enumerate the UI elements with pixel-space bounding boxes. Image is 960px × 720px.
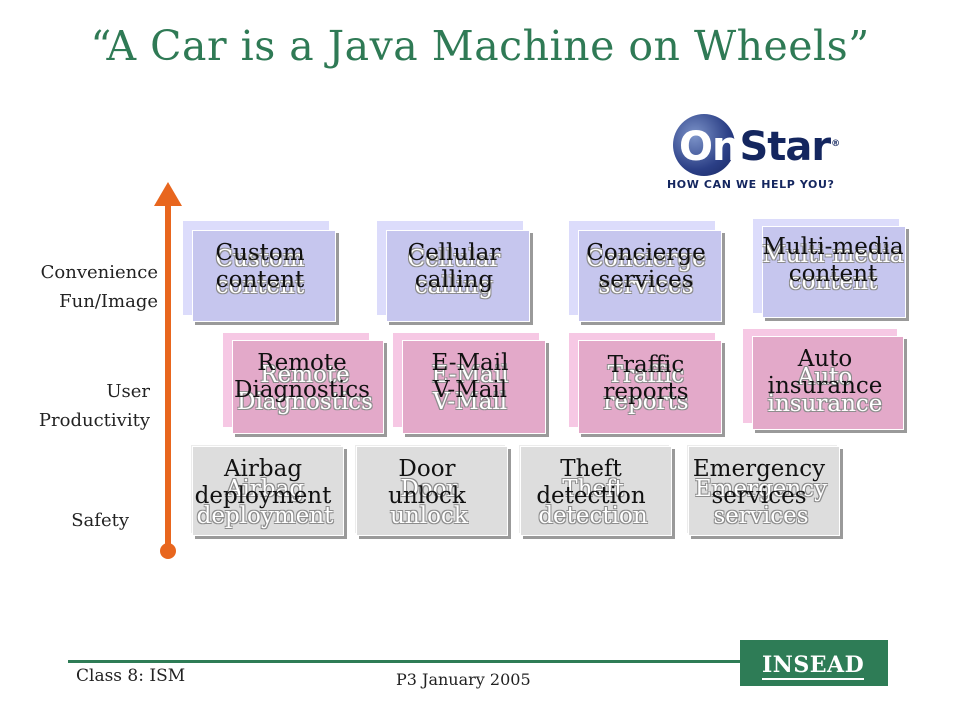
box-label: content	[215, 267, 305, 293]
box-label: Multi-media	[762, 234, 904, 260]
insead-logo: INSEAD	[740, 640, 888, 686]
box-label: Airbag	[223, 456, 303, 482]
box-door-unlock: Door unlock Door unlock	[344, 444, 514, 544]
axis-label-convenience: Convenience Fun/Image	[40, 262, 158, 312]
box-label: Custom	[215, 240, 305, 266]
box-label: reports	[603, 379, 689, 405]
box-label: E-Mail	[431, 350, 509, 376]
box-label: content	[788, 261, 878, 287]
box-label: Diagnostics	[234, 377, 370, 403]
box-remote-diagnostics: Remote Diagnostics Remote Diagnostics	[220, 330, 390, 438]
box-theft-detection: Theft detection Theft detection	[508, 444, 678, 544]
box-emergency-services: Emergency services Emergency services	[676, 444, 846, 544]
box-cellular-calling: Cellular calling Cellular calling	[374, 218, 534, 326]
box-label: Auto	[797, 346, 853, 372]
onstar-wordmark: OnStar®	[679, 124, 840, 170]
onstar-logo: OnStar® How can we help you?	[665, 112, 840, 198]
box-email-vmail: E-Mail V-Mail E-Mail V-Mail	[390, 330, 550, 438]
slide-title: “A Car is a Java Machine on Wheels”	[90, 22, 870, 70]
box-label: Remote	[257, 350, 347, 376]
box-label: calling	[414, 267, 494, 293]
globe-icon	[673, 114, 735, 176]
up-arrow-icon	[154, 182, 182, 559]
insead-underline	[762, 678, 864, 680]
box-label: services	[711, 483, 807, 509]
onstar-tagline: How can we help you?	[667, 178, 835, 191]
box-multimedia-content: Multi-media content Multi-media content	[748, 214, 918, 322]
box-label: Emergency	[692, 456, 826, 482]
footer-class-label: Class 8: ISM	[76, 666, 186, 686]
box-label: insurance	[767, 373, 883, 399]
insead-wordmark: INSEAD	[762, 652, 865, 678]
box-label: detection	[536, 483, 646, 509]
box-label: V-Mail	[432, 377, 508, 403]
box-label: Cellular	[407, 240, 501, 266]
footer-divider	[68, 660, 748, 663]
box-label: Concierge	[586, 240, 706, 266]
footer-date: P3 January 2005	[396, 670, 531, 689]
box-custom-content: Custom content Custom content	[180, 218, 340, 326]
box-airbag-deployment: Airbag deployment Airbag deployment	[180, 444, 350, 544]
box-label: Traffic	[607, 352, 685, 378]
box-label: unlock	[388, 483, 466, 509]
box-label: Door	[398, 456, 456, 482]
box-label: deployment	[194, 483, 332, 509]
box-concierge-services: Concierge services Concierge services	[566, 218, 726, 326]
box-traffic-reports: Traffic reports Traffic reports	[566, 330, 726, 438]
box-label: Theft	[560, 456, 622, 482]
box-auto-insurance: Auto insurance Auto insurance	[740, 326, 910, 434]
axis-label-safety: Safety	[71, 510, 129, 531]
box-label: services	[598, 267, 694, 293]
axis-label-productivity: User Productivity	[38, 381, 150, 431]
